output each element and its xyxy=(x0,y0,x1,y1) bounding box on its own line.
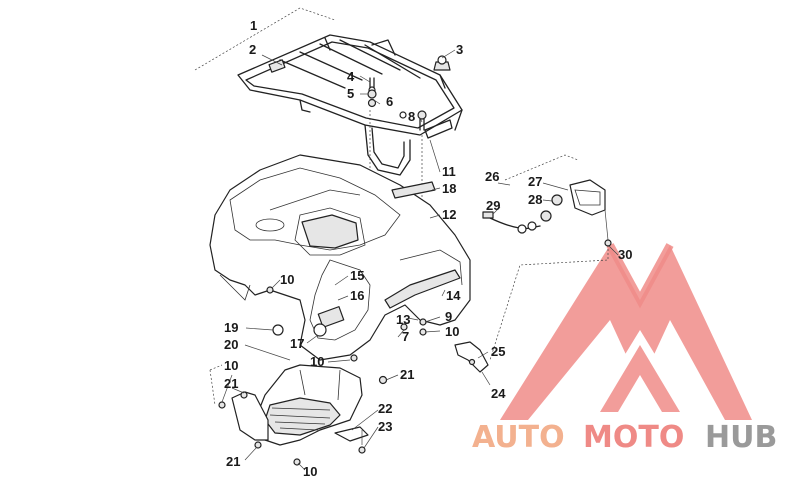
callout-19: 19 xyxy=(224,320,238,335)
callout-21-right: 21 xyxy=(400,367,414,382)
callout-9: 9 xyxy=(445,309,452,324)
callout-1: 1 xyxy=(250,18,257,33)
clip xyxy=(266,286,274,294)
callout-10-fender: 10 xyxy=(280,272,294,287)
callout-14: 14 xyxy=(446,288,461,303)
callout-10-left: 10 xyxy=(224,358,238,373)
taillight-assembly xyxy=(482,154,612,361)
callout-21-left: 21 xyxy=(224,376,238,391)
callout-21-bottom: 21 xyxy=(226,454,240,469)
callout-16: 16 xyxy=(350,288,364,303)
callout-29: 29 xyxy=(486,198,500,213)
rear-rack xyxy=(194,7,463,176)
footwell-panel xyxy=(218,354,388,466)
callout-15: 15 xyxy=(350,268,364,283)
callout-18: 18 xyxy=(442,181,456,196)
callout-17: 17 xyxy=(290,336,304,351)
callout-12: 12 xyxy=(442,207,456,222)
callout-28: 28 xyxy=(528,192,542,207)
watermark-text-moto: MOTO xyxy=(583,420,684,455)
callout-24: 24 xyxy=(491,386,506,401)
callout-30: 30 xyxy=(618,247,632,262)
watermark-text-auto: AUTO xyxy=(472,420,565,455)
callout-8: 8 xyxy=(408,109,415,124)
callout-11: 11 xyxy=(442,164,456,179)
leader-dashed xyxy=(209,364,223,406)
callout-25: 25 xyxy=(491,344,505,359)
callout-6: 6 xyxy=(386,94,393,109)
callout-labels: 1 2 3 4 5 6 8 11 18 12 26 27 28 29 30 10… xyxy=(224,18,632,479)
callout-10-bottom: 10 xyxy=(303,464,317,479)
grommet xyxy=(272,324,284,336)
callout-26: 26 xyxy=(485,169,499,184)
callout-7: 7 xyxy=(402,329,409,344)
side-bracket xyxy=(454,341,489,373)
watermark-text-hub: HUB xyxy=(705,420,777,455)
callout-10-mid: 10 xyxy=(310,354,324,369)
callout-20: 20 xyxy=(224,337,238,352)
callout-2: 2 xyxy=(249,42,256,57)
callout-5: 5 xyxy=(347,86,354,101)
callout-13: 13 xyxy=(396,312,410,327)
rack-decal xyxy=(391,181,436,199)
leader-lines xyxy=(221,49,619,471)
watermark-logo xyxy=(500,243,752,420)
callout-4: 4 xyxy=(347,69,355,84)
callout-27: 27 xyxy=(528,174,542,189)
callout-23: 23 xyxy=(378,419,392,434)
callout-3: 3 xyxy=(456,42,463,57)
rear-fender xyxy=(209,154,471,361)
callout-22: 22 xyxy=(378,401,392,416)
callout-10-washer: 10 xyxy=(445,324,459,339)
